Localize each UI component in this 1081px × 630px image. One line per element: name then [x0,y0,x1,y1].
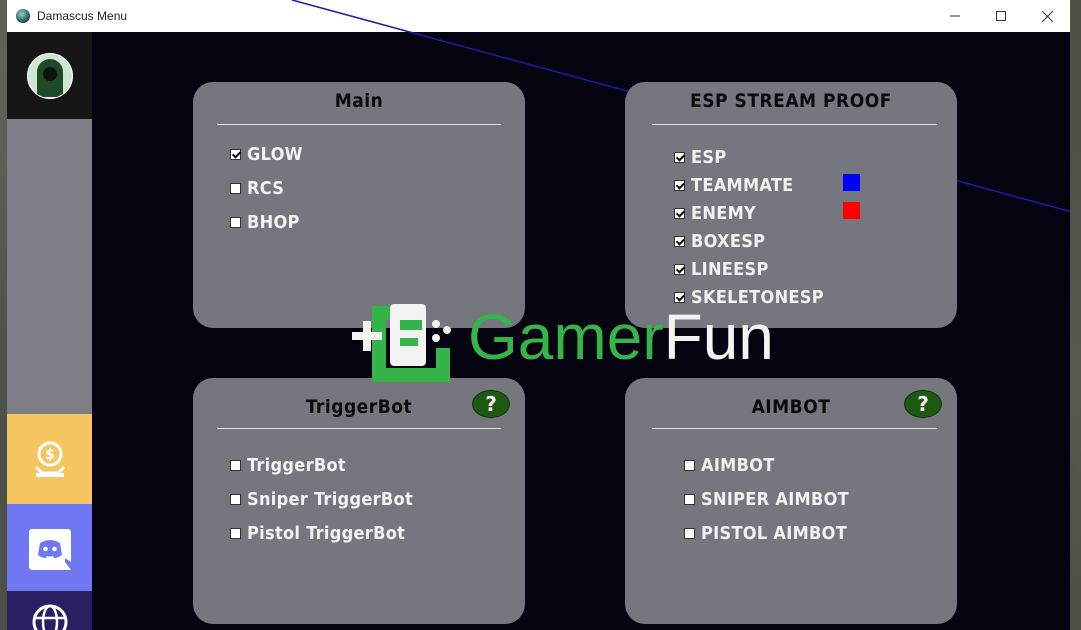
question-mark-icon: ? [917,392,929,416]
pistol-triggerbot-checkbox[interactable] [230,528,241,539]
esp-panel: ESP STREAM PROOF ESP TEAMMATE ENEMY BOXE… [625,82,957,328]
pistol-aimbot-option[interactable]: PISTOL AIMBOT [684,523,847,544]
pistol-aimbot-checkbox[interactable] [684,528,695,539]
teammate-option[interactable]: TEAMMATE [674,175,794,196]
triggerbot-option[interactable]: TriggerBot [230,455,346,476]
rcs-checkbox[interactable] [230,183,241,194]
minimize-button[interactable] [932,0,978,32]
triggerbot-panel-title: TriggerBot [305,396,413,418]
hooded-figure-avatar-icon [26,52,73,99]
skeletonesp-checkbox[interactable] [674,292,685,303]
globe-icon [32,604,67,630]
teammate-checkbox[interactable] [674,180,685,191]
pistol-triggerbot-option[interactable]: Pistol TriggerBot [230,523,405,544]
sidebar-avatar[interactable] [7,32,92,119]
glow-checkbox[interactable] [230,149,241,160]
window-title: Damascus Menu [37,9,128,23]
triggerbot-help-button[interactable]: ? [472,390,510,418]
enemy-checkbox[interactable] [674,208,685,219]
glow-option[interactable]: GLOW [230,144,303,165]
boxesp-checkbox[interactable] [674,236,685,247]
skeletonesp-option[interactable]: SKELETONESP [674,287,824,308]
main-panel-divider [217,124,501,125]
app-icon [16,9,30,23]
maximize-icon [996,11,1006,21]
esp-checkbox[interactable] [674,152,685,163]
money-bag-icon: $ [34,441,65,477]
teammate-color-swatch[interactable] [843,174,860,191]
aimbot-checkbox[interactable] [684,460,695,471]
aimbot-panel-title: AIMBOT [751,396,831,418]
app-window: Damascus Menu $ [7,0,1070,630]
sidebar-item-website[interactable] [7,591,92,630]
sidebar-item-donate[interactable]: $ [7,414,92,504]
esp-option[interactable]: ESP [674,147,727,168]
discord-icon [28,528,71,570]
rcs-option[interactable]: RCS [230,178,284,199]
main-content: Main GLOW RCS BHOP ESP STREAM PROOF ESP [92,0,1070,630]
main-panel-title: Main [334,90,384,112]
sidebar: $ [7,32,92,630]
svg-text:$: $ [45,447,55,463]
aimbot-help-button[interactable]: ? [904,390,942,418]
aimbot-panel: AIMBOT ? AIMBOT SNIPER AIMBOT PISTOL AIM… [625,378,957,624]
question-mark-icon: ? [485,392,497,416]
triggerbot-checkbox[interactable] [230,460,241,471]
lineesp-option[interactable]: LINEESP [674,259,769,280]
window-controls [932,0,1070,32]
triggerbot-panel-divider [217,428,501,429]
esp-panel-title: ESP STREAM PROOF [690,90,892,112]
enemy-option[interactable]: ENEMY [674,203,756,224]
aimbot-panel-divider [652,428,937,429]
title-bar: Damascus Menu [7,0,1070,32]
sniper-triggerbot-option[interactable]: Sniper TriggerBot [230,489,413,510]
sidebar-item-discord[interactable] [7,504,92,591]
enemy-color-swatch[interactable] [843,202,860,219]
main-panel: Main GLOW RCS BHOP [193,82,525,328]
esp-panel-divider [652,124,937,125]
maximize-button[interactable] [978,0,1024,32]
close-button[interactable] [1024,0,1070,32]
sniper-aimbot-checkbox[interactable] [684,494,695,505]
minimize-icon [950,15,960,17]
bhop-checkbox[interactable] [230,217,241,228]
sniper-aimbot-option[interactable]: SNIPER AIMBOT [684,489,849,510]
close-icon [1041,10,1053,22]
bhop-option[interactable]: BHOP [230,212,300,233]
aimbot-option[interactable]: AIMBOT [684,455,775,476]
sniper-triggerbot-checkbox[interactable] [230,494,241,505]
boxesp-option[interactable]: BOXESP [674,231,765,252]
triggerbot-panel: TriggerBot ? TriggerBot Sniper TriggerBo… [193,378,525,624]
lineesp-checkbox[interactable] [674,264,685,275]
